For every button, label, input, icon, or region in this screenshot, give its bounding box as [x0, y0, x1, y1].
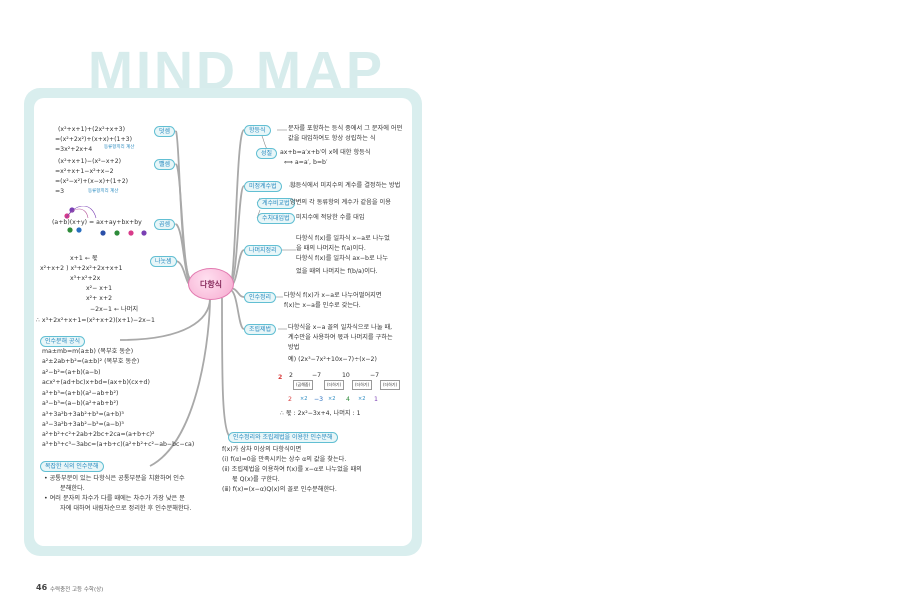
tag-subtraction: 뺄셈 — [154, 159, 176, 170]
div-line-4: x²− x+1 — [86, 285, 113, 292]
tag-coef-compare: 계수비교법 — [257, 198, 295, 209]
formula-6: a³−b³=(a−b)(a²+ab+b²) — [42, 400, 119, 407]
tag-factor-theorem: 인수정리 — [244, 292, 277, 303]
complex-line-1: • 공통부분이 있는 다항식은 공통부분을 치환하여 인수 — [44, 475, 185, 482]
complex-line-3: • 여러 문자의 차수가 다를 때에는 차수가 가장 낮은 문 — [44, 495, 185, 502]
add-line-2: =(x²+2x²)+(x+x)+(1+3) — [55, 136, 133, 143]
synthetic-top-3: 10 — [342, 372, 350, 379]
div-line-5: x²+ x+2 — [86, 295, 113, 302]
tag-complex-factoring: 복잡한 식의 인수분해 — [40, 461, 104, 472]
formula-10: a³+b³+c³−3abc=(a+b+c)(a²+b²+c²−ab−bc−ca) — [42, 441, 195, 448]
mul-line: (a+b)(x+y) = ax+ay+bx+by — [52, 219, 142, 226]
synthetic-line-3: 방법 — [288, 344, 300, 351]
tag-addition: 덧셈 — [154, 126, 176, 137]
foil-diagram — [64, 206, 147, 236]
synthetic-mult-1: ×2 — [300, 396, 308, 402]
synthetic-box-1: (곱해줌) — [293, 380, 314, 390]
synthetic-top-2: −7 — [312, 372, 322, 379]
sub-line-4: =3 — [55, 188, 65, 195]
factor-line-1: 다항식 f(x)가 x−a로 나누어떨어지면 — [284, 292, 382, 299]
div-line-3: x³+x²+2x — [70, 275, 101, 282]
property-line-1: ax+b=a′x+b′이 x에 대한 항등식 — [280, 149, 371, 156]
formula-7: a³+3a²b+3ab²+b³=(a+b)³ — [42, 411, 124, 418]
remainder-line-1: 다항식 f(x)를 일차식 x−a로 나누었 — [296, 235, 390, 242]
formula-3: a²−b²=(a+b)(a−b) — [42, 369, 101, 376]
formula-9: a²+b²+c²+2ab+2bc+2ca=(a+b+c)² — [42, 431, 155, 438]
synthetic-box-4: (더하기) — [380, 380, 401, 390]
synthetic-bottom-1: 2 — [288, 396, 292, 403]
complex-line-2: 분해한다. — [60, 485, 85, 492]
synthetic-box-2: (더하기) — [324, 380, 345, 390]
synthetic-mult-3: ×2 — [358, 396, 366, 402]
page-number: 46 — [36, 583, 48, 592]
undetermined-line: 항등식에서 미지수의 계수를 결정하는 방법 — [290, 182, 401, 189]
synthetic-top-4: −7 — [370, 372, 380, 379]
formula-2: a²±2ab+b²=(a±b)² (복부호 동순) — [42, 358, 140, 365]
remainder-line-4: 었을 때의 나머지는 f(b/a)이다. — [296, 268, 378, 275]
coef-line: 양변의 각 동류항의 계수가 같음을 이용 — [290, 199, 391, 206]
tag-identity: 항등식 — [244, 125, 271, 136]
tag-combo-factoring: 인수정리와 조립제법을 이용한 인수분해 — [228, 432, 338, 443]
synthetic-line-2: 계수만을 사용하여 몫과 나머지를 구하는 — [288, 334, 393, 341]
identity-line-1: 문자를 포함하는 등식 중에서 그 문자에 어떤 — [288, 125, 403, 132]
formula-5: a³+b³=(a+b)(a²−ab+b²) — [42, 390, 119, 397]
combo-line-3: (ⅱ) 조립제법을 이용하여 f(x)를 x−α로 나누었을 때의 — [222, 466, 362, 473]
tag-multiplication: 곱셈 — [154, 219, 176, 230]
sub-note: 동류항끼리 계산 — [88, 189, 119, 194]
tag-synthetic-division: 조립제법 — [244, 324, 277, 335]
tag-property: 성질 — [256, 148, 278, 159]
synthetic-bottom-2: −3 — [314, 396, 324, 403]
remainder-line-2: 을 때의 나머지는 f(a)이다. — [296, 245, 366, 252]
sub-line-3: =(x²−x²)+(x−x)+(1+2) — [55, 178, 129, 185]
synthetic-bottom-4: 1 — [374, 396, 378, 403]
combo-line-4: 몫 Q(x)를 구한다. — [232, 476, 280, 483]
add-note: 동류항끼리 계산 — [104, 145, 135, 150]
synthetic-mult-2: ×2 — [328, 396, 336, 402]
tag-substitution: 수치대입법 — [257, 213, 295, 224]
formula-4: acx²+(ad+bc)x+bd=(ax+b)(cx+d) — [42, 379, 150, 386]
remainder-line-3: 다항식 f(x)를 일차식 ax−b로 나누 — [296, 255, 389, 262]
synthetic-divisor: 2 — [278, 374, 283, 381]
formula-8: a³−3a²b+3ab²−b³=(a−b)³ — [42, 421, 124, 428]
combo-line-1: f(x)가 삼차 이상의 다항식이면 — [222, 446, 302, 453]
subst-line: 미지수에 적당한 수를 대입 — [296, 214, 365, 221]
tag-factor-formulas: 인수분해 공식 — [40, 336, 86, 347]
synthetic-result: ∴ 몫 : 2x²−3x+4, 나머지 : 1 — [280, 410, 361, 417]
combo-line-5: (ⅲ) f(x)=(x−α)Q(x)의 꼴로 인수분해한다. — [222, 486, 337, 493]
synthetic-example: 예) (2x³−7x²+10x−7)÷(x−2) — [288, 356, 377, 363]
center-node: 다항식 — [188, 268, 234, 300]
tag-undetermined-coef: 미정계수법 — [244, 181, 282, 192]
synthetic-top-1: 2 — [289, 372, 293, 379]
tag-division: 나눗셈 — [150, 256, 177, 267]
synthetic-bottom-3: 4 — [346, 396, 350, 403]
div-remainder: −2x−1 ← 나머지 — [90, 306, 139, 313]
sub-line-2: =x²+x+1−x²+x−2 — [55, 168, 114, 175]
identity-line-2: 값을 대입하여도 항상 성립하는 식 — [288, 135, 376, 142]
complex-line-4: 자에 대하여 내림차순으로 정리한 후 인수분해한다. — [60, 505, 192, 512]
add-line-3: =3x²+2x+4 — [55, 146, 93, 153]
div-line-2: x²+x+2 ) x³+2x²+2x+x+1 — [40, 265, 123, 272]
property-line-2: ⟺ a=a′, b=b′ — [284, 159, 328, 166]
factor-line-2: f(x)는 x−a를 인수로 갖는다. — [284, 302, 361, 309]
formula-1: ma±mb=m(a±b) (복부호 동순) — [42, 348, 134, 355]
add-line-1: (x²+x+1)+(2x²+x+3) — [58, 126, 125, 133]
sub-line-1: (x²+x+1)−(x²−x+2) — [58, 158, 122, 165]
tag-remainder-theorem: 나머지정리 — [244, 245, 282, 256]
combo-line-2: (ⅰ) f(α)=0을 만족시키는 상수 α의 값을 찾는다. — [222, 456, 347, 463]
div-quotient: x+1 ← 몫 — [70, 255, 98, 262]
div-result: ∴ x³+2x²+x+1=(x²+x+2)(x+1)−2x−1 — [36, 317, 155, 324]
book-title: 수력충전 고등 수학(상) — [50, 587, 104, 593]
synthetic-line-1: 다항식을 x−a 꼴의 일차식으로 나눌 때, — [288, 324, 393, 331]
synthetic-box-3: (더하기) — [352, 380, 373, 390]
